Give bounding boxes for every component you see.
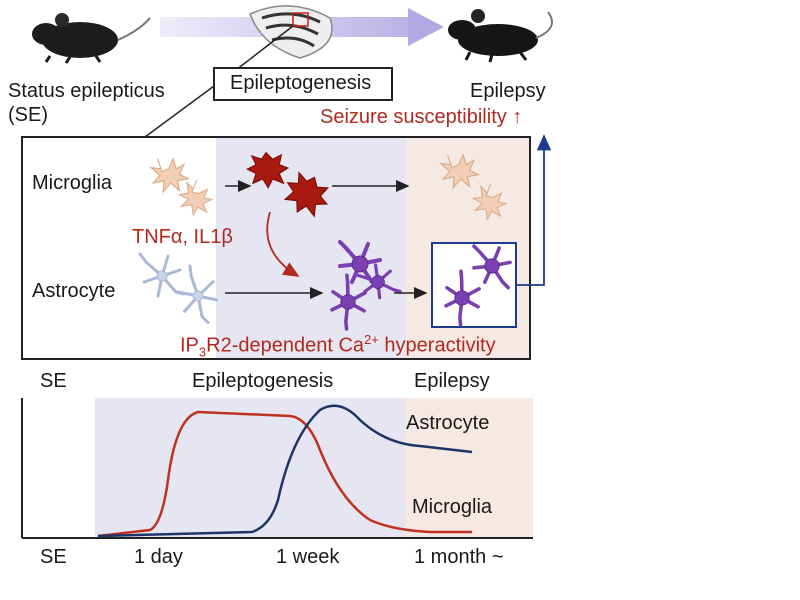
astrocyte-resting-cells [138,252,230,326]
mouse-se-icon [32,13,151,64]
ip3r2-label: IP3R2-dependent Ca2+ hyperactivity [180,332,496,360]
tick-1-day: 1 day [134,546,183,568]
se-abbrev-label: (SE) [8,104,48,126]
ip3r2-superscript: 2+ [364,332,379,347]
status-epilepticus-label: Status epilepticus [8,80,165,102]
ip3r2-suffix: hyperactivity [378,334,496,357]
microglia-curve [97,410,472,538]
panel-arrows [225,134,552,299]
cell-panel-frame [21,136,531,360]
timeline-axes [21,398,533,539]
ip3r2-subscript: 3 [198,344,207,360]
hippocampus-icon [213,5,333,88]
cytokines-label: TNFα, IL1β [132,226,233,248]
timeline-phase-epilepsy: Epilepsy [414,370,490,392]
timeline-phase-epileptogenesis: Epileptogenesis [192,370,334,392]
tick-1-week: 1 week [276,546,340,568]
seizure-susceptibility-label: Seizure susceptibility ↑ [320,106,523,128]
astrocyte-row-label: Astrocyte [32,280,116,302]
epilepsy-label: Epilepsy [470,80,546,102]
astrocyte-curve [97,404,473,538]
epileptogenesis-box-label: Epileptogenesis [230,72,372,94]
panel-epileptogenesis-shade [216,137,406,359]
epileptogenesis-box [213,67,393,101]
microglia-resting-cells [150,158,219,222]
astrocyte-curve-label: Astrocyte [406,412,490,434]
microglia-curve-label: Microglia [412,496,493,518]
zoom-connector [144,85,215,138]
timeline-epilepsy-shade [405,398,533,538]
tick-se: SE [40,546,67,568]
mouse-epilepsy-icon [448,9,553,63]
ip3r2-middle: R2-dependent Ca [206,334,365,357]
tick-1-month: 1 month ~ [414,546,504,568]
ip3r2-prefix: IP [180,334,199,357]
microglia-row-label: Microglia [32,172,113,194]
timeline-phase-se: SE [40,370,67,392]
timeline-epileptogenesis-shade [95,398,405,538]
hyperactive-astrocyte-box [431,242,517,328]
